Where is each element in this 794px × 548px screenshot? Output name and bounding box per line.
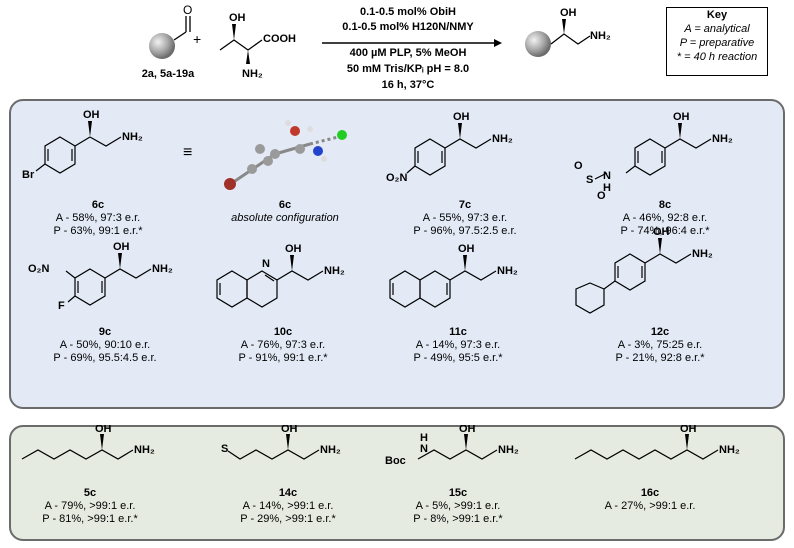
key-title: Key [706,9,728,21]
key-line-analytical: A = analytical [684,23,750,35]
svg-text:OH: OH [281,425,298,435]
svg-text:NH₂: NH₂ [492,133,513,145]
aryl-structures: OH NH₂ Br OH NH₂ O₂N OH NH₂ N H S O O OH… [22,109,733,314]
atom-nh2: NH₂ [242,68,263,80]
svg-text:N: N [603,170,611,182]
svg-text:NH₂: NH₂ [134,444,155,456]
structure-7c [406,138,492,176]
svg-text:O₂N: O₂N [28,263,49,275]
svg-text:NH₂: NH₂ [324,265,345,277]
condition-4: 50 mM Tris/KPᵢ pH = 8.0 [346,63,470,75]
structure-8c [594,138,712,180]
equivalent-sign: ≡ [183,144,192,161]
condition-1: 0.1-0.5 mol% ObiH [360,6,456,18]
svg-text:H: H [420,432,428,444]
svg-text:OH: OH [459,425,476,435]
svg-text:NH₂: NH₂ [152,263,173,275]
svg-text:S: S [586,174,593,186]
structure-11c [389,270,497,308]
plus-sign: + [193,31,201,47]
reactant-label: 2a, 5a-19a [141,68,195,80]
key-box: Key A = analytical P = preparative * = 4… [666,7,768,76]
reaction-scheme: O + OH COOH NH₂ OH NH₂ [149,3,611,80]
svg-text:Boc: Boc [385,455,406,467]
svg-text:OH: OH [113,241,130,253]
svg-text:NH₂: NH₂ [498,444,519,456]
svg-text:OH: OH [83,109,100,121]
svg-text:OH: OH [680,425,697,435]
threonine-reactant: OH COOH NH₂ [219,12,296,80]
svg-text:NH₂: NH₂ [320,444,341,456]
svg-text:Br: Br [22,169,35,181]
svg-text:N: N [420,443,428,455]
structure-9c [65,268,152,306]
svg-text:F: F [58,300,65,312]
condition-3: 400 µM PLP, 5% MeOH [349,47,467,59]
svg-text:S: S [221,443,228,455]
condition-5: 16 h, 37°C [381,79,435,91]
key-line-40h: * = 40 h reaction [676,51,758,63]
svg-text:NH₂: NH₂ [590,30,611,42]
structure-14c [227,449,320,460]
structure-10c [216,270,324,308]
svg-text:NH₂: NH₂ [692,248,713,260]
atom-cooh: COOH [263,33,296,45]
svg-text:O: O [597,190,606,202]
aryl-substrates-panel [9,99,785,409]
svg-text:NH₂: NH₂ [497,265,518,277]
structure-16c [574,449,719,460]
atom-o: O [183,3,192,17]
svg-text:O: O [574,160,583,172]
amino-alcohol-product: OH NH₂ [525,7,611,57]
structure-12c [575,253,692,314]
structure-6c [35,136,122,174]
aliphatic-structures: OH NH₂ S OH NH₂ Boc N H OH NH₂ OH NH₂ [21,425,740,467]
structure-5c [21,449,134,460]
svg-text:OH: OH [458,243,475,255]
ball-and-stick-model [224,120,347,190]
key-line-preparative: P = preparative [679,37,755,49]
svg-text:H: H [603,182,611,194]
svg-text:OH: OH [653,226,670,238]
svg-text:OH: OH [673,111,690,123]
condition-2: 0.1-0.5 mol% H120N/NMY [342,21,474,33]
svg-text:OH: OH [453,111,470,123]
aliphatic-substrates-panel [9,425,785,541]
svg-text:OH: OH [560,7,577,19]
aldehyde-reactant: O [149,3,192,59]
structure-15c [417,449,498,460]
atom-oh: OH [229,12,246,24]
svg-text:N: N [262,258,270,270]
svg-text:NH₂: NH₂ [712,133,733,145]
svg-text:NH₂: NH₂ [122,131,143,143]
svg-text:OH: OH [285,243,302,255]
svg-text:OH: OH [95,425,112,435]
svg-text:NH₂: NH₂ [719,444,740,456]
svg-text:O₂N: O₂N [386,172,407,184]
